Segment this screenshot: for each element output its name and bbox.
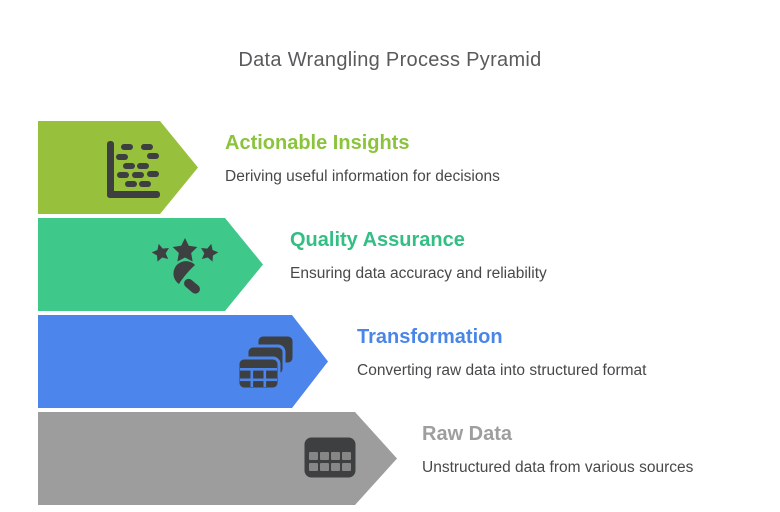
- level-4-text: Raw Data Unstructured data from various …: [422, 422, 693, 477]
- arrow-shape: [38, 412, 397, 505]
- level-4-heading: Raw Data: [422, 423, 513, 445]
- level-1-description: Deriving useful information for decision…: [225, 168, 500, 185]
- table-grid-icon: [304, 437, 356, 478]
- pyramid-level-2-arrow: [38, 218, 263, 311]
- level-3-heading: Transformation: [357, 326, 503, 348]
- rating-stars-icon: [148, 238, 222, 296]
- arrow-shape: [38, 121, 198, 214]
- pyramid-level-1-arrow: [38, 121, 198, 214]
- level-1-heading: Actionable Insights: [225, 132, 410, 154]
- pyramid-level-4-arrow: [38, 412, 397, 505]
- level-2-heading: Quality Assurance: [290, 229, 465, 251]
- arrow-shape: [38, 218, 263, 311]
- level-3-description: Converting raw data into structured form…: [357, 362, 647, 379]
- level-3-text: Transformation Converting raw data into …: [357, 325, 646, 380]
- level-4-description: Unstructured data from various sources: [422, 459, 694, 476]
- scatter-chart-icon: [104, 138, 166, 200]
- level-2-description: Ensuring data accuracy and reliability: [290, 265, 547, 282]
- diagram-title: Data Wrangling Process Pyramid: [238, 49, 542, 71]
- level-1-text: Actionable Insights Deriving useful info…: [225, 131, 500, 186]
- stacked-tables-icon: [236, 333, 296, 391]
- level-2-text: Quality Assurance Ensuring data accuracy…: [290, 228, 547, 283]
